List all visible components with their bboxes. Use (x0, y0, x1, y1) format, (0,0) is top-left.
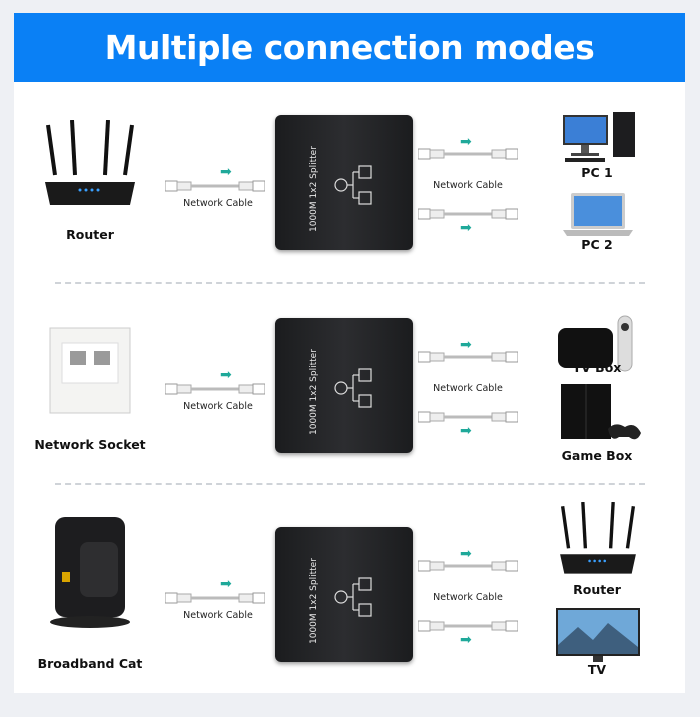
game-console-icon (553, 381, 643, 450)
tv-icon (553, 605, 643, 669)
connection-row: Router ➡ Network Cable 1000M 1x2 Splitter ➡ N… (0, 105, 700, 305)
splitter-device: 1000M 1x2 Splitter (275, 318, 413, 453)
network-cable-icon (418, 410, 518, 424)
tv-box-icon (553, 313, 643, 377)
splitter-text: 1000M 1x2 Splitter (309, 146, 319, 232)
arrow-right-icon: ➡ (460, 134, 472, 150)
output-device-label: TV (587, 662, 607, 677)
cable-label: Network Cable (433, 592, 503, 603)
output-device-label: PC 2 (581, 237, 613, 252)
network-socket-icon (40, 323, 140, 422)
arrow-right-icon: ➡ (460, 423, 472, 439)
connection-row: Network Socket ➡ Network Cable 1000M 1x2 Sp… (0, 308, 700, 508)
cable-label: Network Cable (433, 383, 503, 394)
network-cable-icon (165, 591, 265, 605)
network-cable-icon (418, 559, 518, 573)
arrow-right-icon: ➡ (460, 632, 472, 648)
arrow-right-icon: ➡ (460, 337, 472, 353)
cable-label: Network Cable (183, 401, 253, 412)
splitter-text: 1000M 1x2 Splitter (309, 349, 319, 435)
network-topology-icon (333, 572, 373, 626)
network-cable-icon (165, 179, 265, 193)
output-device-label: TV Box (572, 360, 622, 375)
source-device-label: Network Socket (34, 437, 146, 452)
source-device-label: Broadband Cat (37, 656, 143, 671)
router-icon (40, 119, 140, 219)
connection-row: Broadband Cat ➡ Network Cable 1000M 1x2 Spl… (0, 501, 700, 717)
laptop-icon (553, 188, 643, 247)
divider (55, 483, 645, 485)
output-device-label: Router (573, 582, 621, 597)
network-cable-icon (418, 619, 518, 633)
network-topology-icon (333, 363, 373, 417)
network-topology-icon (333, 160, 373, 214)
network-cable-icon (165, 382, 265, 396)
cable-label: Network Cable (183, 610, 253, 621)
arrow-right-icon: ➡ (460, 546, 472, 562)
arrow-right-icon: ➡ (220, 576, 232, 592)
splitter-text: 1000M 1x2 Splitter (309, 558, 319, 644)
output-device-label: PC 1 (581, 165, 613, 180)
desktop-pc-icon (553, 110, 643, 169)
splitter-device: 1000M 1x2 Splitter (275, 527, 413, 662)
cable-label: Network Cable (183, 198, 253, 209)
broadband-cat-icon (40, 512, 140, 636)
arrow-right-icon: ➡ (460, 220, 472, 236)
network-cable-icon (418, 350, 518, 364)
arrow-right-icon: ➡ (220, 164, 232, 180)
arrow-right-icon: ➡ (220, 367, 232, 383)
output-device-label: Game Box (561, 448, 633, 463)
source-device-label: Router (66, 227, 114, 242)
network-cable-icon (418, 207, 518, 221)
cable-label: Network Cable (433, 180, 503, 191)
splitter-device: 1000M 1x2 Splitter (275, 115, 413, 250)
router-icon (553, 501, 643, 586)
network-cable-icon (418, 147, 518, 161)
page-title: Multiple connection modes (14, 13, 685, 82)
divider (55, 282, 645, 284)
